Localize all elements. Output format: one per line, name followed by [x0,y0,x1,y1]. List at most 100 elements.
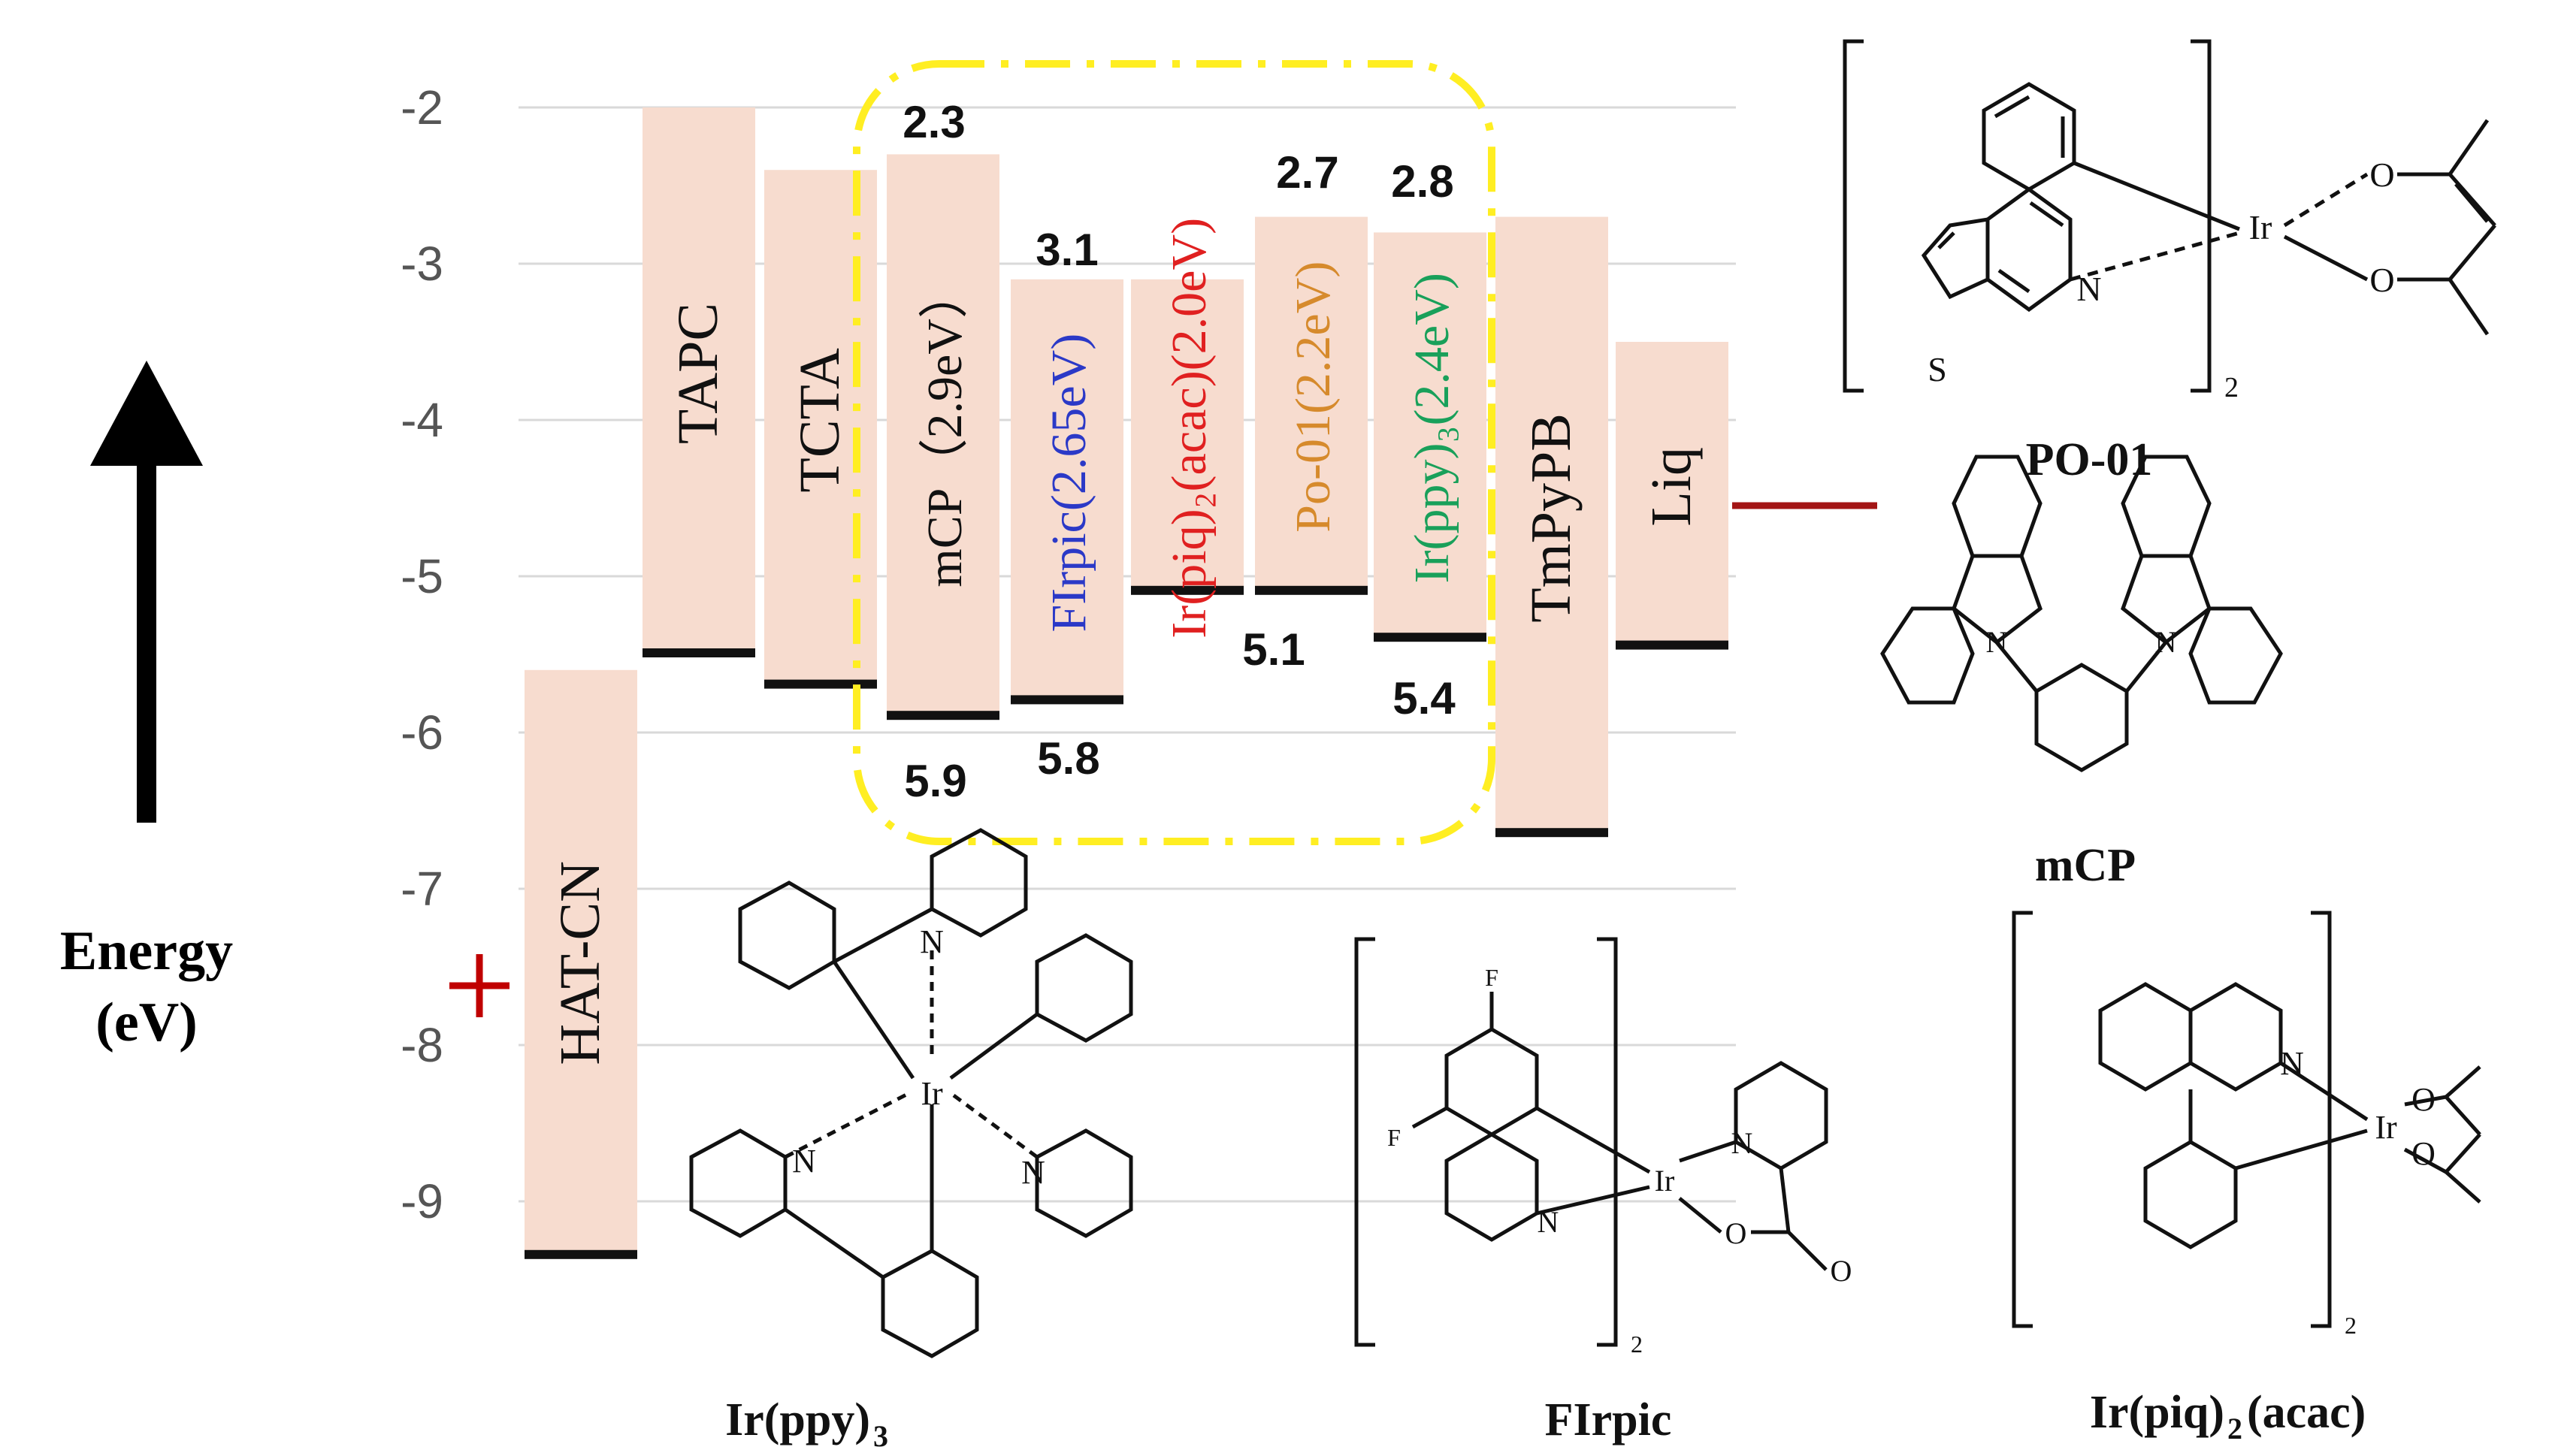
layer-label: mCP（2.9eV） [918,269,972,588]
layer-homo-edge [525,1249,637,1259]
po01-name: PO-01 [2026,434,2153,485]
layer-label: TCTA [788,348,851,492]
layer-bar-rect [643,107,755,654]
y-tick-label: -2 [401,80,443,134]
layer-label: TmPyPB [1519,413,1583,623]
firpic-f1-label: F [1485,964,1498,991]
layer-bar-rect [1131,279,1244,592]
layer-bar-rect [1011,279,1123,702]
firpic-o1-label: O [1725,1216,1747,1250]
po01-n-label: N [2076,270,2101,308]
firpic-structure-icon [1354,937,1828,1347]
y-tick-label: -9 [401,1174,443,1228]
layer-bar-rect [887,154,999,717]
homo-label-irppy3: 5.4 [1392,673,1456,723]
firpic-n2-label: N [1538,1205,1559,1239]
layer-bars: HAT-CN TAPC TCTA mCP（2.9eV） FIrpic(2.65eV) Ir… [525,107,1728,1259]
irpiq-n-label: N [2280,1045,2304,1082]
layer-bar-rect [1616,342,1728,647]
layer-bar-rect [1495,216,1608,835]
lumo-label-mcp: 2.3 [903,97,965,147]
layer-bar-mcp: mCP（2.9eV） [887,154,999,720]
firpic-ir-label: Ir [1655,1164,1675,1198]
irppy3-n1-label: N [920,923,944,960]
y-tick-label: -8 [401,1018,443,1072]
po01-s-label: S [1928,350,1947,388]
layer-bar-tapc: TAPC [643,107,755,657]
po01-o2-label: O [2369,261,2394,299]
layer-bar-ir-piq-2-acac-: Ir(piq)₂(acac)(2.0eV) [1131,218,1244,639]
layer-homo-edge [1495,828,1608,838]
layer-homo-edge [1131,585,1244,595]
energy-arrow [90,361,203,823]
homo-label-firpic: 5.8 [1037,733,1099,784]
irpiq-ir-label: Ir [2375,1109,2397,1146]
layer-bar-liq: Liq [1616,342,1728,650]
irpiq-name-subscript: 2 [2227,1412,2242,1445]
layer-homo-edge [887,711,999,720]
irppy3-structure-icon [689,828,1133,1358]
irpiq-subscript: 2 [2345,1312,2357,1339]
irpiq-o1-label: O [2411,1081,2436,1118]
layer-homo-edge [1616,640,1728,650]
layer-label: Liq [1640,447,1703,527]
axis-label-energy: Energy [60,920,233,982]
irpiq-name-a: Ir(piq) [2090,1387,2224,1438]
homo-label-irpiq: 5.1 [1242,624,1305,675]
y-tick-label: -7 [401,862,443,916]
firpic-f2-label: F [1387,1124,1401,1151]
y-tick-label: -6 [401,705,443,760]
lumo-label-firpic: 3.1 [1036,225,1098,275]
layer-homo-edge [1374,633,1486,642]
irppy3-n2-label: N [792,1143,816,1180]
irpiq-o2-label: O [2411,1135,2436,1172]
layer-label: FIrpic(2.65eV) [1042,334,1096,633]
layer-bar-tmpypb: TmPyPB [1495,216,1608,838]
po01-subscript: 2 [2224,372,2239,403]
layer-label: TAPC [667,303,730,444]
layer-label: HAT-CN [549,861,612,1065]
y-axis-ticks: -2 -3 -4 -5 -6 -7 -8 -9 [401,80,443,1228]
po01-o1-label: O [2369,156,2394,194]
axis-label-unit: (eV) [95,992,198,1053]
mcp-n2-label: N [2155,625,2177,659]
layer-label: Ir(ppy)₃(2.4eV) [1405,273,1459,583]
layer-label: Ir(piq)₂(acac)(2.0eV) [1162,218,1217,639]
po01-ir-label: Ir [2249,208,2272,246]
layer-label: Po-01(2.2eV) [1286,261,1341,533]
layer-bar-rect [1374,232,1486,639]
layer-homo-edge [643,648,755,657]
mcp-structure-icon [1880,455,2283,772]
firpic-n1-label: N [1731,1126,1753,1160]
irpiq-acac-structure-icon [2012,911,2481,1328]
mcp-n1-label: N [1986,625,2008,659]
layer-homo-edge [1011,695,1123,705]
emitter-highlight-box [853,60,1495,845]
firpic-o2-label: O [1831,1254,1852,1288]
anode-plus-icon [449,954,509,1017]
po01-structure-icon [1843,39,2496,393]
firpic-name: FIrpic [1545,1394,1672,1445]
y-tick-label: -4 [401,393,443,447]
firpic-subscript: 2 [1631,1331,1643,1358]
irppy3-n3-label: N [1021,1154,1045,1191]
layer-homo-edge [764,679,877,689]
layer-bar-rect [1255,216,1368,592]
lumo-label-irppy3: 2.8 [1391,156,1453,207]
layer-bar-hat-cn: HAT-CN [525,669,637,1259]
layer-homo-edge [1255,585,1368,595]
mcp-name: mCP [2035,840,2136,891]
y-tick-label: -3 [401,237,443,291]
layer-bar-firpic: FIrpic(2.65eV) [1011,279,1123,705]
y-tick-label: -5 [401,549,443,603]
layer-bar-ir-ppy-3: Ir(ppy)₃(2.4eV) [1374,232,1486,642]
irppy3-name: Ir(ppy) [725,1394,870,1445]
homo-label-mcp: 5.9 [904,756,966,806]
irppy3-name-subscript: 3 [873,1419,888,1453]
irppy3-ir-label: Ir [921,1075,943,1112]
layer-bar-po-01: Po-01(2.2eV) [1255,216,1368,595]
lumo-label-po01: 2.7 [1276,147,1338,198]
irpiq-name-b: (acac) [2247,1387,2366,1438]
layer-bar-rect [525,669,637,1256]
